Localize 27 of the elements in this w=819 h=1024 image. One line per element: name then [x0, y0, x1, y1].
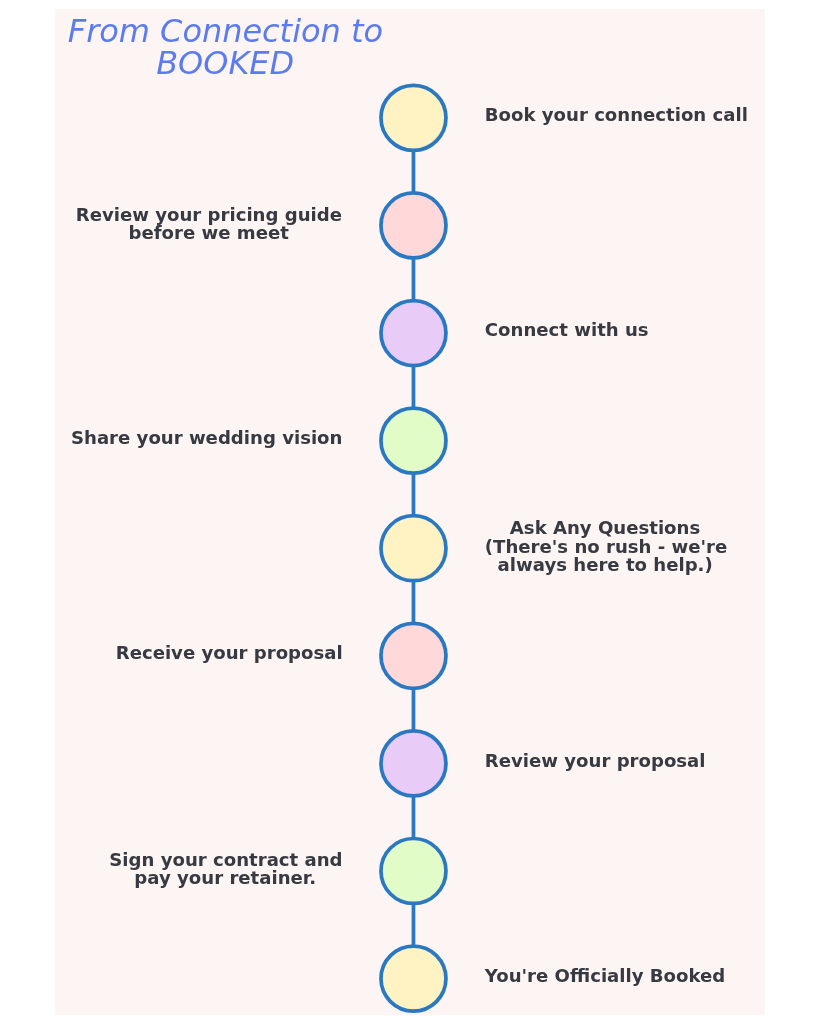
node-label: Ask Any Questions (There's no rush - we're always here to help.): [484, 517, 727, 575]
connector: [411, 150, 415, 193]
node-circle: [378, 621, 448, 691]
connector: [411, 796, 415, 839]
node-circle: [378, 729, 448, 798]
node-circle: [378, 513, 448, 583]
connector: [411, 580, 415, 624]
connector: [411, 365, 415, 408]
connector: [411, 473, 415, 516]
node-label: Review your proposal: [484, 749, 706, 771]
node-label: Sign your contract and pay your retainer.: [108, 849, 343, 889]
diagram-title: From Connection to BOOKED: [67, 11, 383, 82]
node-label: You're Officially Booked: [484, 964, 725, 986]
node-circle: [378, 944, 448, 1013]
node-label: Connect with us: [484, 319, 649, 341]
node-circle: [378, 83, 448, 153]
node-label: Review your pricing guide before we meet: [75, 203, 342, 243]
node-label: Share your wedding vision: [70, 426, 342, 448]
connector: [411, 903, 415, 946]
connector: [411, 258, 415, 301]
node-circle: [378, 298, 448, 368]
node-circle: [378, 406, 448, 475]
node-circle: [378, 191, 448, 260]
node-label: Receive your proposal: [115, 642, 343, 664]
node-circle: [378, 836, 448, 906]
connector: [411, 688, 415, 731]
node-label: Book your connection call: [484, 104, 748, 126]
